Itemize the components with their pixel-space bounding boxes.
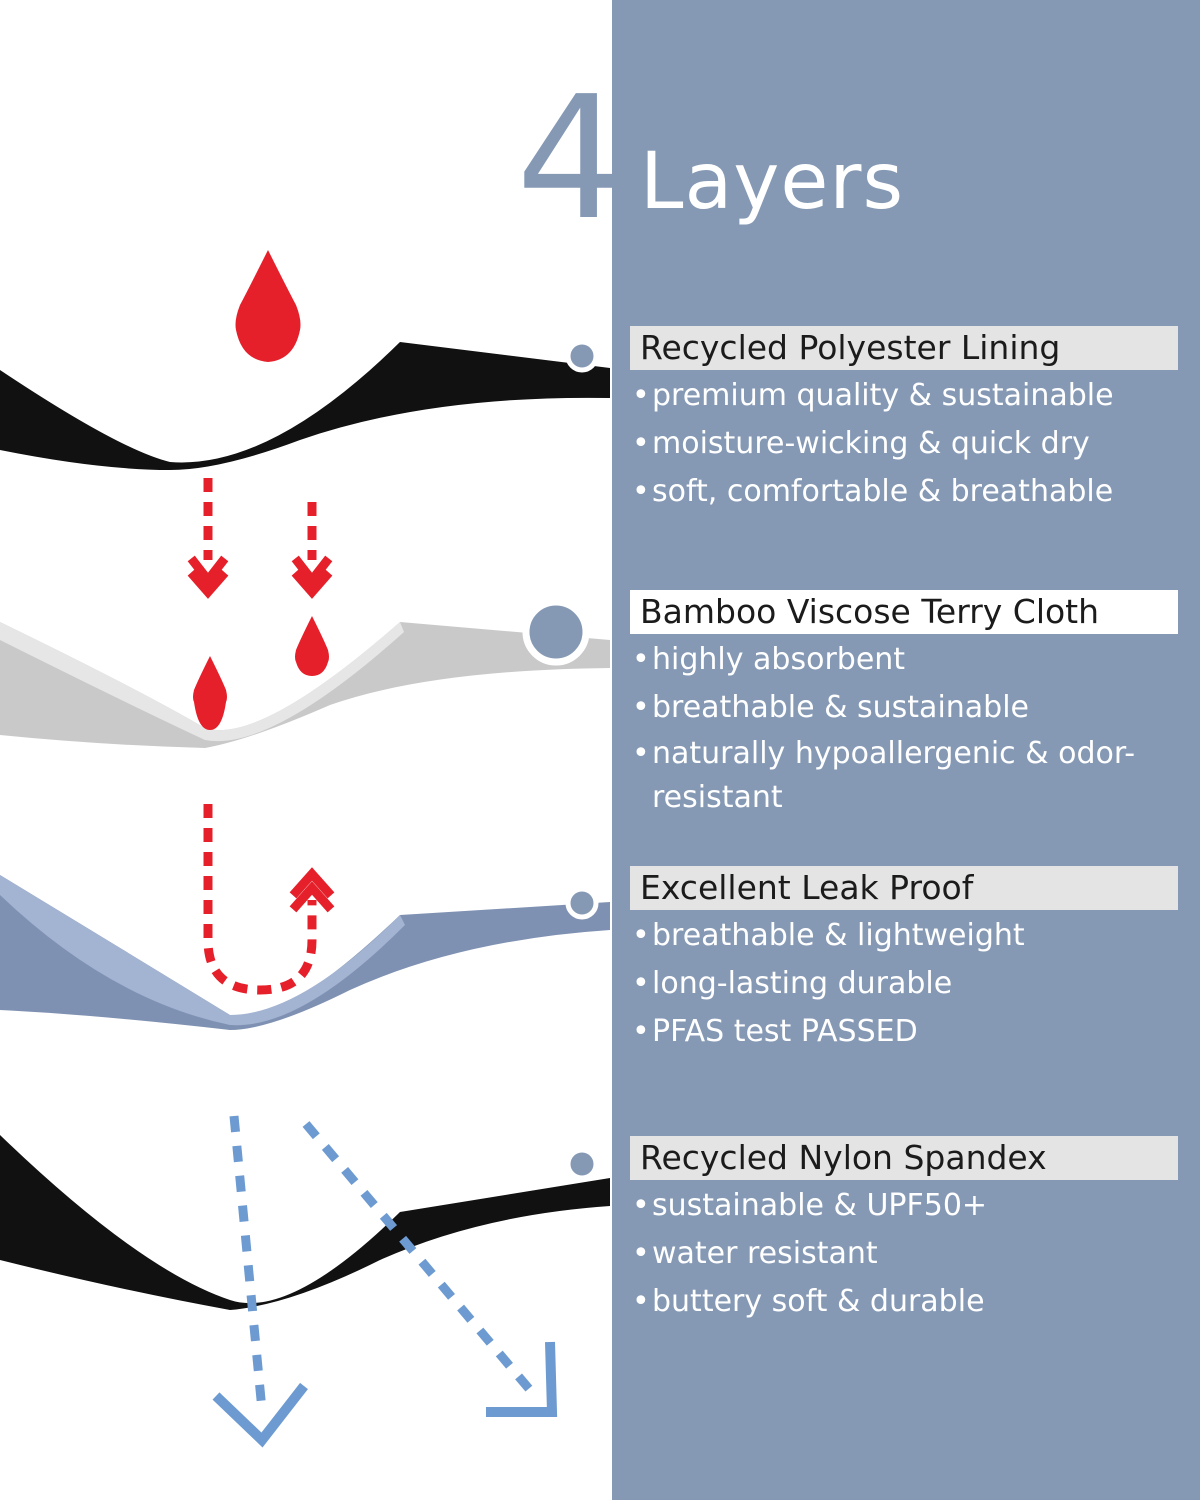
layer-4-fabric [0,1135,610,1310]
right-panel [612,0,1200,1500]
feature-item: •buttery soft & durable [632,1284,985,1319]
feature-item: •water resistant [632,1236,878,1271]
feature-item: •naturally hypoallergenic & odor-resista… [632,736,1136,815]
layer-2-features: •highly absorbent •breathable & sustaina… [630,636,1178,820]
feature-item: •highly absorbent [632,642,906,677]
layer-1-marker [565,339,599,373]
feature-item: •PFAS test PASSED [632,1014,918,1049]
layer-4-card: Recycled Nylon Spandex •sustainable & UP… [630,1136,1178,1326]
drop-icon [193,656,227,730]
feature-item: •soft, comfortable & breathable [632,474,1114,509]
layer-4-title: Recycled Nylon Spandex [630,1136,1178,1180]
layer-1-title: Recycled Polyester Lining [630,326,1178,370]
feature-item: •premium quality & sustainable [632,378,1114,413]
feature-item: •breathable & lightweight [632,918,1025,953]
down-arrow-icon [291,502,333,599]
air-arrow-icon [212,1115,308,1448]
layer-1-features: •premium quality & sustainable •moisture… [630,372,1178,516]
layer-1-fabric [0,342,610,470]
feature-item: •long-lasting durable [632,966,953,1001]
layer-3-title: Excellent Leak Proof [630,866,1178,910]
layer-2-fabric [0,622,610,748]
feature-item: •sustainable & UPF50+ [632,1188,988,1223]
layer-2-marker [522,598,590,666]
layer-1-card: Recycled Polyester Lining •premium quali… [630,326,1178,516]
layer-4-marker [565,1147,599,1181]
down-arrow-icon [187,478,229,599]
air-arrow-icon [302,1121,558,1417]
feature-item: •moisture-wicking & quick dry [632,426,1090,461]
layer-3-card: Excellent Leak Proof •breathable & light… [630,866,1178,1056]
up-arrow-icon [203,804,335,995]
feature-item: •breathable & sustainable [632,690,1030,725]
page-title: Layers [640,137,905,227]
layer-3-features: •breathable & lightweight •long-lasting … [630,912,1178,1056]
drop-icon [235,250,301,362]
layer-3-marker [565,886,599,920]
layer-count: 4 [516,60,624,258]
layer-2-card: Bamboo Viscose Terry Cloth •highly absor… [630,590,1178,820]
drop-icon [295,616,329,676]
layer-4-features: •sustainable & UPF50+ •water resistant •… [630,1182,1178,1326]
layer-2-title: Bamboo Viscose Terry Cloth [630,590,1178,634]
